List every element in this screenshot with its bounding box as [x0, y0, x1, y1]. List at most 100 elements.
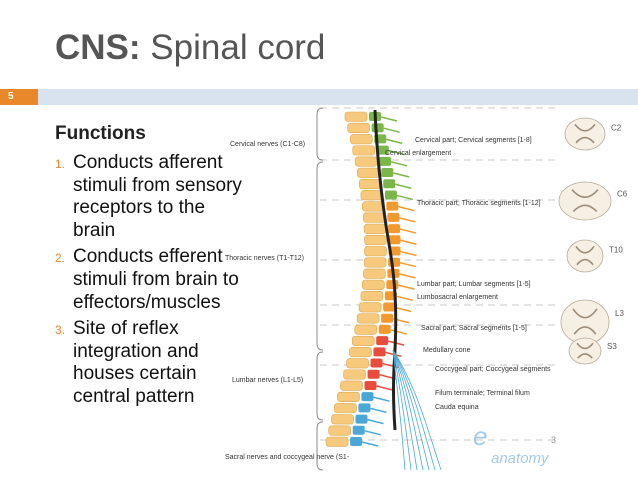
- spinal-nerve: [396, 295, 414, 302]
- vertebra-body: [325, 436, 349, 447]
- spinal-nerve: [367, 418, 384, 425]
- cord-segment: [361, 392, 374, 402]
- vertebra-body: [337, 391, 360, 402]
- label-thoracic-part: Thoracic part; Thoracic segments [1-12]: [417, 200, 541, 207]
- gray-matter: [575, 245, 595, 266]
- cord-segment: [388, 224, 401, 234]
- section-label: T10: [609, 246, 623, 255]
- vertebra-body: [346, 358, 369, 369]
- spinal-nerve: [399, 261, 417, 268]
- title-rest: Spinal cord: [150, 28, 326, 67]
- cord-segment: [373, 347, 386, 357]
- cord-segment: [386, 201, 399, 211]
- anatomy-logo: e anatomy 3: [473, 421, 556, 467]
- vertebra-body: [347, 122, 370, 134]
- spinal-nerve: [361, 441, 379, 447]
- list-number: 3.: [55, 323, 66, 338]
- vertebra-body: [331, 414, 354, 425]
- cord-segment: [386, 280, 399, 290]
- cord-segment: [381, 313, 394, 323]
- cord-cross-section: [560, 299, 610, 345]
- label-thoracic-nerves: Thoracic nerves (T1-T12): [225, 255, 304, 262]
- cord-segment: [350, 437, 363, 446]
- spinal-nerve: [396, 194, 414, 201]
- spinal-cord-diagram: Cervical nerves (C1-C8) Thoracic nerves …: [225, 107, 628, 471]
- vertebra-body: [328, 425, 351, 436]
- label-sacral-part: Sacral part; Sacral segments [1-5]: [421, 325, 527, 332]
- cord-segment: [376, 336, 389, 346]
- label-lumbar-nerves: Lumbar nerves (L1-L5): [232, 377, 303, 384]
- slide-number: 5: [8, 91, 14, 102]
- spinal-nerve: [390, 329, 407, 335]
- label-medullary-cone: Medullary cone: [423, 347, 471, 354]
- vertebra-body: [362, 201, 385, 212]
- cord-segment: [387, 212, 400, 222]
- region-bracket: [316, 161, 324, 351]
- functions-list: 1. Conducts afferent stimuli from sensor…: [55, 152, 245, 413]
- spinal-nerve: [373, 396, 390, 402]
- vertebra-body: [362, 279, 385, 290]
- vertebra-body: [352, 145, 376, 156]
- vertebra-body: [354, 324, 378, 335]
- vertebra-body: [344, 111, 368, 122]
- gray-matter: [572, 308, 598, 335]
- region-bracket: [316, 351, 324, 421]
- list-number: 1.: [55, 157, 66, 171]
- page-mark: 3: [551, 435, 556, 445]
- cord-segment: [381, 168, 394, 178]
- label-coccygeal-part: Coccygeal part; Coccygeal segments: [435, 366, 551, 373]
- spinal-nerve: [400, 239, 417, 246]
- section-label: S3: [607, 342, 617, 351]
- label-filum-terminale: Filum terminale; Terminal filum: [435, 390, 530, 397]
- cauda-equina: [392, 349, 442, 471]
- spinal-nerve: [370, 407, 387, 414]
- section-label: L3: [615, 309, 624, 318]
- section-label: C2: [611, 124, 622, 133]
- spinal-nerve: [399, 273, 416, 279]
- vertebra-body: [358, 302, 382, 313]
- cauda-fiber: [392, 349, 442, 471]
- spinal-cord: [373, 109, 398, 431]
- cauda-fiber: [392, 349, 430, 471]
- list-text: Site of reflex integration and houses ce…: [73, 318, 199, 407]
- vertebra-body: [356, 167, 380, 178]
- vertebra-body: [360, 190, 384, 201]
- region-brackets: [316, 107, 324, 471]
- spinal-nerve: [383, 127, 400, 133]
- cord-segment: [376, 145, 389, 155]
- vertebra-body: [356, 313, 380, 324]
- gray-matter: [574, 123, 596, 144]
- list-item: 3. Site of reflex integration and houses…: [55, 318, 245, 408]
- vertebra-body: [363, 223, 387, 234]
- cord-cross-section: [568, 337, 602, 365]
- vertebra-body: [351, 335, 375, 346]
- cord-cross-section: [558, 181, 612, 221]
- spinal-nerve: [386, 138, 403, 145]
- cauda-fiber: [392, 349, 424, 471]
- spinal-nerve: [399, 228, 417, 234]
- cord-cross-section: [564, 117, 606, 151]
- label-lumbar-part: Lumbar part; Lumbar segments [1-5]: [417, 281, 531, 288]
- gray-matter: [576, 342, 594, 359]
- spinal-nerve: [388, 149, 405, 156]
- cord-segment: [384, 190, 397, 200]
- list-item: 2. Conducts efferent stimuli from brain …: [55, 246, 245, 314]
- label-cervical-part: Cervical part; Cervical segments [1-8]: [415, 137, 532, 144]
- list-item: 1. Conducts afferent stimuli from sensor…: [55, 152, 245, 242]
- logo-e-icon: e: [473, 421, 487, 451]
- vertebra-body: [360, 291, 384, 302]
- spinal-nerve: [390, 161, 408, 167]
- cauda-fiber: [392, 349, 418, 471]
- vertebra-body: [363, 257, 387, 268]
- cord-segment: [358, 403, 371, 413]
- spinal-nerve: [393, 172, 410, 178]
- gray-matter: [571, 189, 599, 213]
- vertebra-body: [343, 369, 366, 380]
- cord-segment: [388, 235, 401, 245]
- cord-segment: [370, 358, 383, 368]
- cord-segment: [367, 369, 380, 379]
- spinal-nerve: [395, 183, 412, 189]
- cord-segment: [379, 156, 392, 166]
- vertebra-body: [349, 347, 372, 358]
- cord-cross-section: [566, 239, 604, 273]
